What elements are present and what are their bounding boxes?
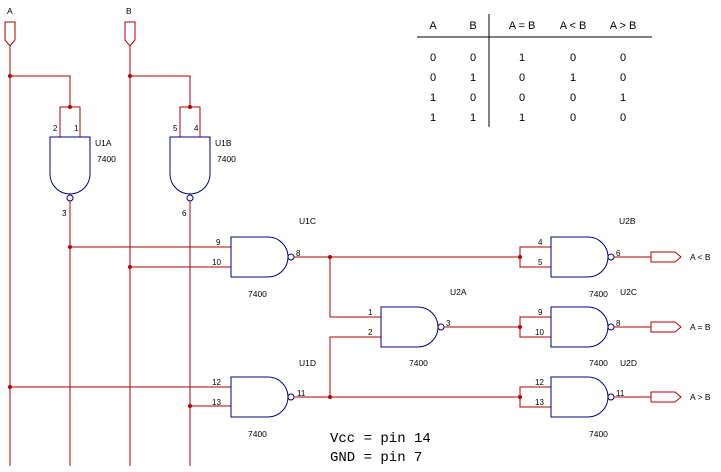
gate-u1b: 5 4 6 U1B 7400	[130, 75, 236, 466]
gate-u1c: 9 10 8 U1C 7400	[70, 216, 316, 299]
truth-table-cell: 0	[620, 112, 626, 124]
svg-text:6: 6	[182, 209, 187, 218]
svg-text:12: 12	[212, 378, 221, 387]
vcc-note: Vcc = pin 14	[330, 431, 431, 447]
truth-table-cell: 0	[620, 52, 626, 64]
output-eq-connector	[650, 321, 682, 333]
svg-text:U2D: U2D	[620, 358, 637, 368]
truth-table-header: A = B	[509, 20, 536, 32]
svg-text:6: 6	[616, 249, 621, 258]
truth-table: A B A = B A < B A > B 0 0 1 0 0 0 1 0 1 …	[417, 14, 652, 127]
truth-table-header: A > B	[610, 20, 637, 32]
truth-table-header: A	[429, 20, 437, 32]
svg-text:U2C: U2C	[620, 287, 637, 297]
svg-text:10: 10	[212, 258, 221, 267]
truth-table-cell: 1	[430, 92, 436, 104]
truth-table-cell: 0	[570, 52, 576, 64]
svg-text:U2A: U2A	[450, 287, 467, 297]
gate-u1d: 12 13 11 U1D 7400	[10, 358, 316, 439]
truth-table-cell: 0	[430, 52, 436, 64]
gnd-note: GND = pin 7	[330, 450, 422, 466]
svg-text:U1A: U1A	[95, 138, 112, 148]
truth-table-header: B	[469, 20, 476, 32]
svg-text:7400: 7400	[409, 358, 428, 368]
truth-table-cell: 1	[519, 112, 525, 124]
svg-text:7400: 7400	[589, 289, 608, 299]
svg-text:2: 2	[53, 124, 58, 133]
svg-text:9: 9	[216, 238, 221, 247]
svg-text:2: 2	[368, 328, 373, 337]
input-b-label: B	[126, 6, 132, 16]
svg-text:12: 12	[535, 378, 544, 387]
svg-text:13: 13	[212, 398, 221, 407]
input-a-connector	[4, 21, 16, 47]
svg-text:3: 3	[62, 209, 67, 218]
svg-text:1: 1	[368, 308, 373, 317]
svg-text:11: 11	[297, 389, 306, 398]
truth-table-cell: 0	[470, 92, 476, 104]
svg-text:7400: 7400	[589, 429, 608, 439]
output-lt-connector	[650, 251, 682, 263]
truth-table-cell: 1	[470, 112, 476, 124]
gate-u2d: 12 13 11 U2D 7400	[518, 358, 651, 439]
svg-text:4: 4	[538, 238, 543, 247]
output-lt-label: A < B	[690, 252, 711, 262]
truth-table-cell: 0	[570, 92, 576, 104]
truth-table-cell: 1	[519, 52, 525, 64]
truth-table-header: A < B	[560, 20, 587, 32]
svg-text:7400: 7400	[217, 154, 236, 164]
truth-table-cell: 0	[470, 52, 476, 64]
svg-text:8: 8	[296, 249, 301, 258]
svg-text:U1D: U1D	[299, 358, 316, 368]
svg-text:8: 8	[616, 319, 621, 328]
svg-text:5: 5	[538, 258, 543, 267]
output-gt-label: A > B	[690, 392, 711, 402]
svg-text:U2B: U2B	[619, 216, 636, 226]
truth-table-cell: 1	[620, 92, 626, 104]
truth-table-cell: 0	[570, 112, 576, 124]
svg-text:4: 4	[194, 124, 199, 133]
truth-table-cell: 0	[519, 92, 525, 104]
svg-text:7400: 7400	[248, 429, 267, 439]
gate-u2b: 4 5 6 U2B 7400	[518, 216, 651, 299]
svg-text:U1B: U1B	[215, 138, 232, 148]
truth-table-cell: 1	[570, 72, 576, 84]
svg-text:13: 13	[535, 398, 544, 407]
svg-text:10: 10	[535, 328, 544, 337]
input-b-connector	[124, 21, 136, 47]
svg-text:1: 1	[74, 124, 79, 133]
truth-table-cell: 1	[430, 112, 436, 124]
svg-text:11: 11	[616, 389, 625, 398]
truth-table-cell: 0	[519, 72, 525, 84]
gate-u2c: 9 10 8 U2C 7400	[518, 287, 651, 368]
input-a-label: A	[7, 6, 13, 16]
svg-text:7400: 7400	[97, 154, 116, 164]
svg-text:7400: 7400	[589, 358, 608, 368]
svg-text:U1C: U1C	[299, 216, 316, 226]
truth-table-cell: 0	[430, 72, 436, 84]
output-gt-connector	[650, 391, 682, 403]
svg-text:7400: 7400	[248, 289, 267, 299]
svg-text:3: 3	[446, 319, 451, 328]
svg-text:9: 9	[538, 308, 543, 317]
output-eq-label: A = B	[690, 322, 711, 332]
gate-u2a: 1 2 3 U2A 7400	[368, 287, 520, 368]
gate-u1a: 2 1 3 U1A 7400	[10, 75, 116, 466]
truth-table-cell: 0	[620, 72, 626, 84]
svg-text:5: 5	[173, 124, 178, 133]
truth-table-cell: 1	[470, 72, 476, 84]
